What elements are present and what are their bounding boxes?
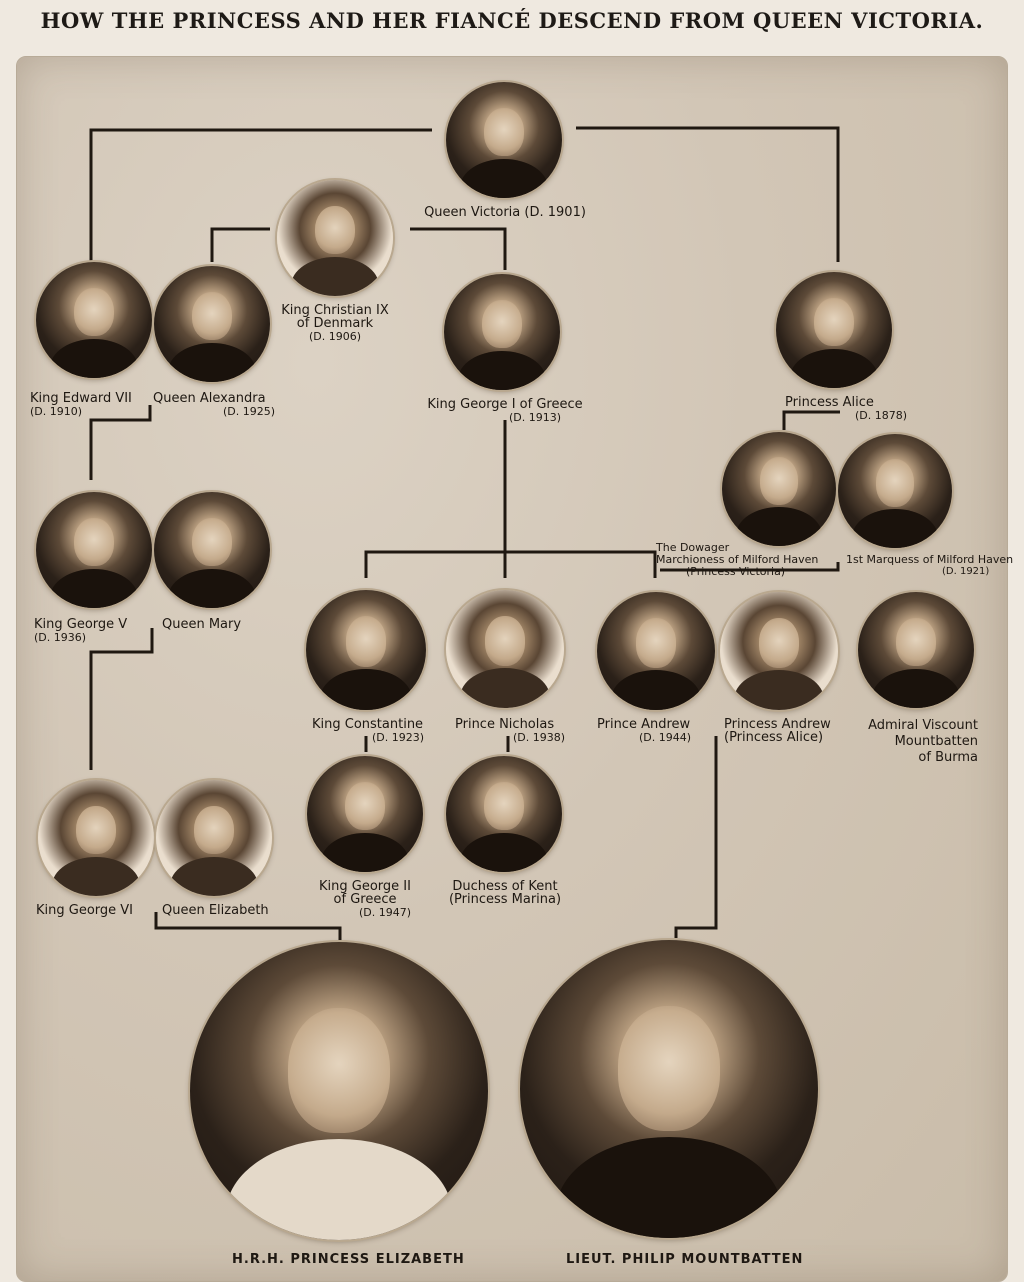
portrait-queen-mary <box>154 492 270 608</box>
label-dowager-milford: The Dowager Marchioness of Milford Haven… <box>656 541 819 578</box>
connector-victoria-edward <box>89 128 432 262</box>
connector-christian-georgei <box>410 227 507 270</box>
portrait-george-vi <box>38 780 154 896</box>
label-princess-andrew: Princess Andrew (Princess Alice) <box>724 717 831 745</box>
portrait-queen-victoria <box>446 82 562 198</box>
portrait-nicholas <box>446 590 564 708</box>
label-queen-elizabeth: Queen Elizabeth <box>162 903 269 918</box>
portrait-george-i-greece <box>444 274 560 390</box>
label-edward-vii: King Edward VII (D. 1910) <box>30 391 132 418</box>
label-george-v: King George V (D. 1936) <box>34 617 128 644</box>
label-queen-victoria: Queen Victoria (D. 1901) <box>405 206 605 219</box>
name: Queen Victoria <box>424 205 521 220</box>
portrait-andrew <box>597 592 715 710</box>
connector-victoria-alice <box>576 126 840 262</box>
label-queen-mary: Queen Mary <box>162 617 242 632</box>
portrait-dowager-milford <box>722 432 836 546</box>
label-george-vi: King George VI <box>36 903 134 918</box>
portrait-duchess-kent <box>446 756 562 872</box>
label-andrew: Prince Andrew (D. 1944) <box>597 717 692 744</box>
connector-christian-alexandra <box>210 227 270 262</box>
connector-edward-georgev <box>89 405 152 480</box>
page-title: HOW THE PRINCESS AND HER FIANCÉ DESCEND … <box>40 8 984 33</box>
label-queen-alexandra: Queen Alexandra (D. 1925) <box>153 391 276 418</box>
dates: (D. 1901) <box>524 205 586 220</box>
connector-alice-milford <box>782 410 840 430</box>
label-george-i-greece: King George I of Greece (D. 1913) <box>427 397 583 424</box>
connector-georgevi-elizabeth <box>154 912 342 942</box>
portrait-constantine <box>306 590 426 710</box>
caption-princess-elizabeth: H.R.H. PRINCESS ELIZABETH <box>232 1252 465 1267</box>
portrait-edward-vii <box>36 262 152 378</box>
label-duchess-kent: Duchess of Kent (Princess Marina) <box>448 879 562 907</box>
label-mountbatten: Admiral Viscount Mountbatten of Burma <box>868 718 978 765</box>
label-christian-ix: King Christian IX of Denmark (D. 1906) <box>281 303 389 343</box>
connector-milford-children <box>660 562 840 572</box>
portrait-queen-alexandra <box>154 266 270 382</box>
portrait-philip-mountbatten <box>520 940 818 1238</box>
label-constantine: King Constantine (D. 1923) <box>312 717 425 744</box>
portrait-queen-elizabeth <box>156 780 272 896</box>
portrait-george-ii-greece <box>307 756 423 872</box>
portrait-christian-ix <box>277 180 393 296</box>
caption-philip-mountbatten: LIEUT. PHILIP MOUNTBATTEN <box>566 1252 804 1267</box>
label-george-ii-greece: King George II of Greece (D. 1947) <box>319 879 412 919</box>
label-nicholas: Prince Nicholas (D. 1938) <box>455 717 566 744</box>
label-princess-alice: Princess Alice (D. 1878) <box>785 395 908 422</box>
portrait-george-v <box>36 492 152 608</box>
portrait-princess-alice <box>776 272 892 388</box>
connector-children-bar <box>364 550 657 578</box>
portrait-mountbatten <box>858 592 974 708</box>
portrait-princess-elizabeth <box>190 942 488 1240</box>
portrait-princess-andrew <box>720 592 838 710</box>
connector-andrew-philip <box>674 736 718 938</box>
connector-georgev-georgevi <box>89 628 154 770</box>
label-marquess-milford: 1st Marquess of Milford Haven (D. 1921) <box>846 553 1014 578</box>
portrait-marquess-milford <box>838 434 952 548</box>
